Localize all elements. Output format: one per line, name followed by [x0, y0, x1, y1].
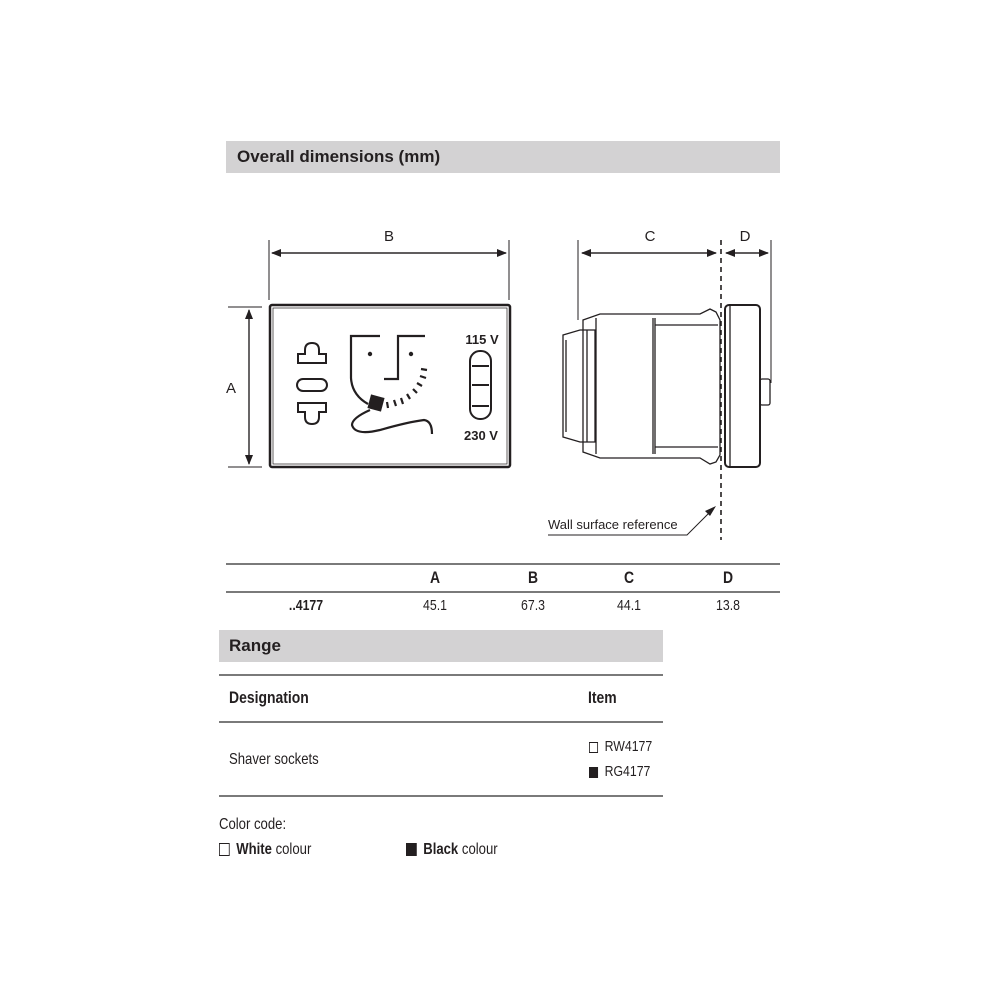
- white-swatch-icon: [589, 741, 599, 753]
- front-view: B A: [226, 228, 512, 469]
- range-title: Range: [229, 636, 281, 655]
- dim-col-header-c: C: [623, 568, 635, 587]
- dim-label-b: B: [384, 228, 394, 245]
- range-item-black: RG4177: [589, 763, 650, 780]
- white-swatch-icon: [219, 843, 230, 857]
- dim-row-ref: ..4177: [288, 597, 324, 614]
- dim-table-mid-rule: [226, 591, 780, 593]
- side-view: C D Wall surface reference: [548, 228, 772, 540]
- shaver-face-icon: [349, 334, 434, 435]
- color-code-white: White colour: [219, 841, 311, 859]
- dim-label-d: D: [740, 228, 751, 245]
- range-row-designation: Shaver sockets: [229, 751, 319, 768]
- dimensions-header-band: Overall dimensions (mm): [226, 141, 780, 173]
- item-header: Item: [588, 688, 617, 707]
- dim-col-header-b: B: [527, 568, 539, 587]
- voltage-selector-switch: [469, 350, 492, 420]
- range-mid-rule: [219, 721, 663, 723]
- dim-label-c: C: [645, 228, 656, 245]
- range-header-band: Range: [219, 630, 663, 662]
- black-swatch-icon: [589, 766, 599, 778]
- dim-col-header-a: A: [429, 568, 441, 587]
- dim-table: A B C D ..4177 45.1 67.3 44.1 13.8: [226, 565, 780, 625]
- designation-header: Designation: [229, 688, 309, 707]
- dim-value-c: 44.1: [617, 597, 641, 614]
- color-code-black: Black colour: [406, 841, 498, 859]
- dimensions-title: Overall dimensions (mm): [237, 147, 441, 166]
- dim-col-header-d: D: [722, 568, 734, 587]
- voltage-label-115: 115 V: [465, 332, 499, 347]
- socket-pins-icon: [296, 341, 328, 426]
- dim-value-a: 45.1: [423, 597, 447, 614]
- dim-label-a: A: [226, 380, 236, 397]
- wall-surface-reference-label: Wall surface reference: [548, 517, 678, 532]
- black-swatch-icon: [406, 843, 417, 857]
- range-bottom-rule: [219, 795, 663, 797]
- color-code-label: Color code:: [219, 816, 287, 833]
- technical-drawing: B A: [226, 228, 772, 540]
- dim-value-b: 67.3: [521, 597, 545, 614]
- dim-table-top-rule: [226, 563, 780, 565]
- voltage-label-230: 230 V: [464, 428, 498, 443]
- range-top-rule: [219, 674, 663, 676]
- range-item-white: RW4177: [589, 738, 652, 755]
- dim-value-d: 13.8: [716, 597, 740, 614]
